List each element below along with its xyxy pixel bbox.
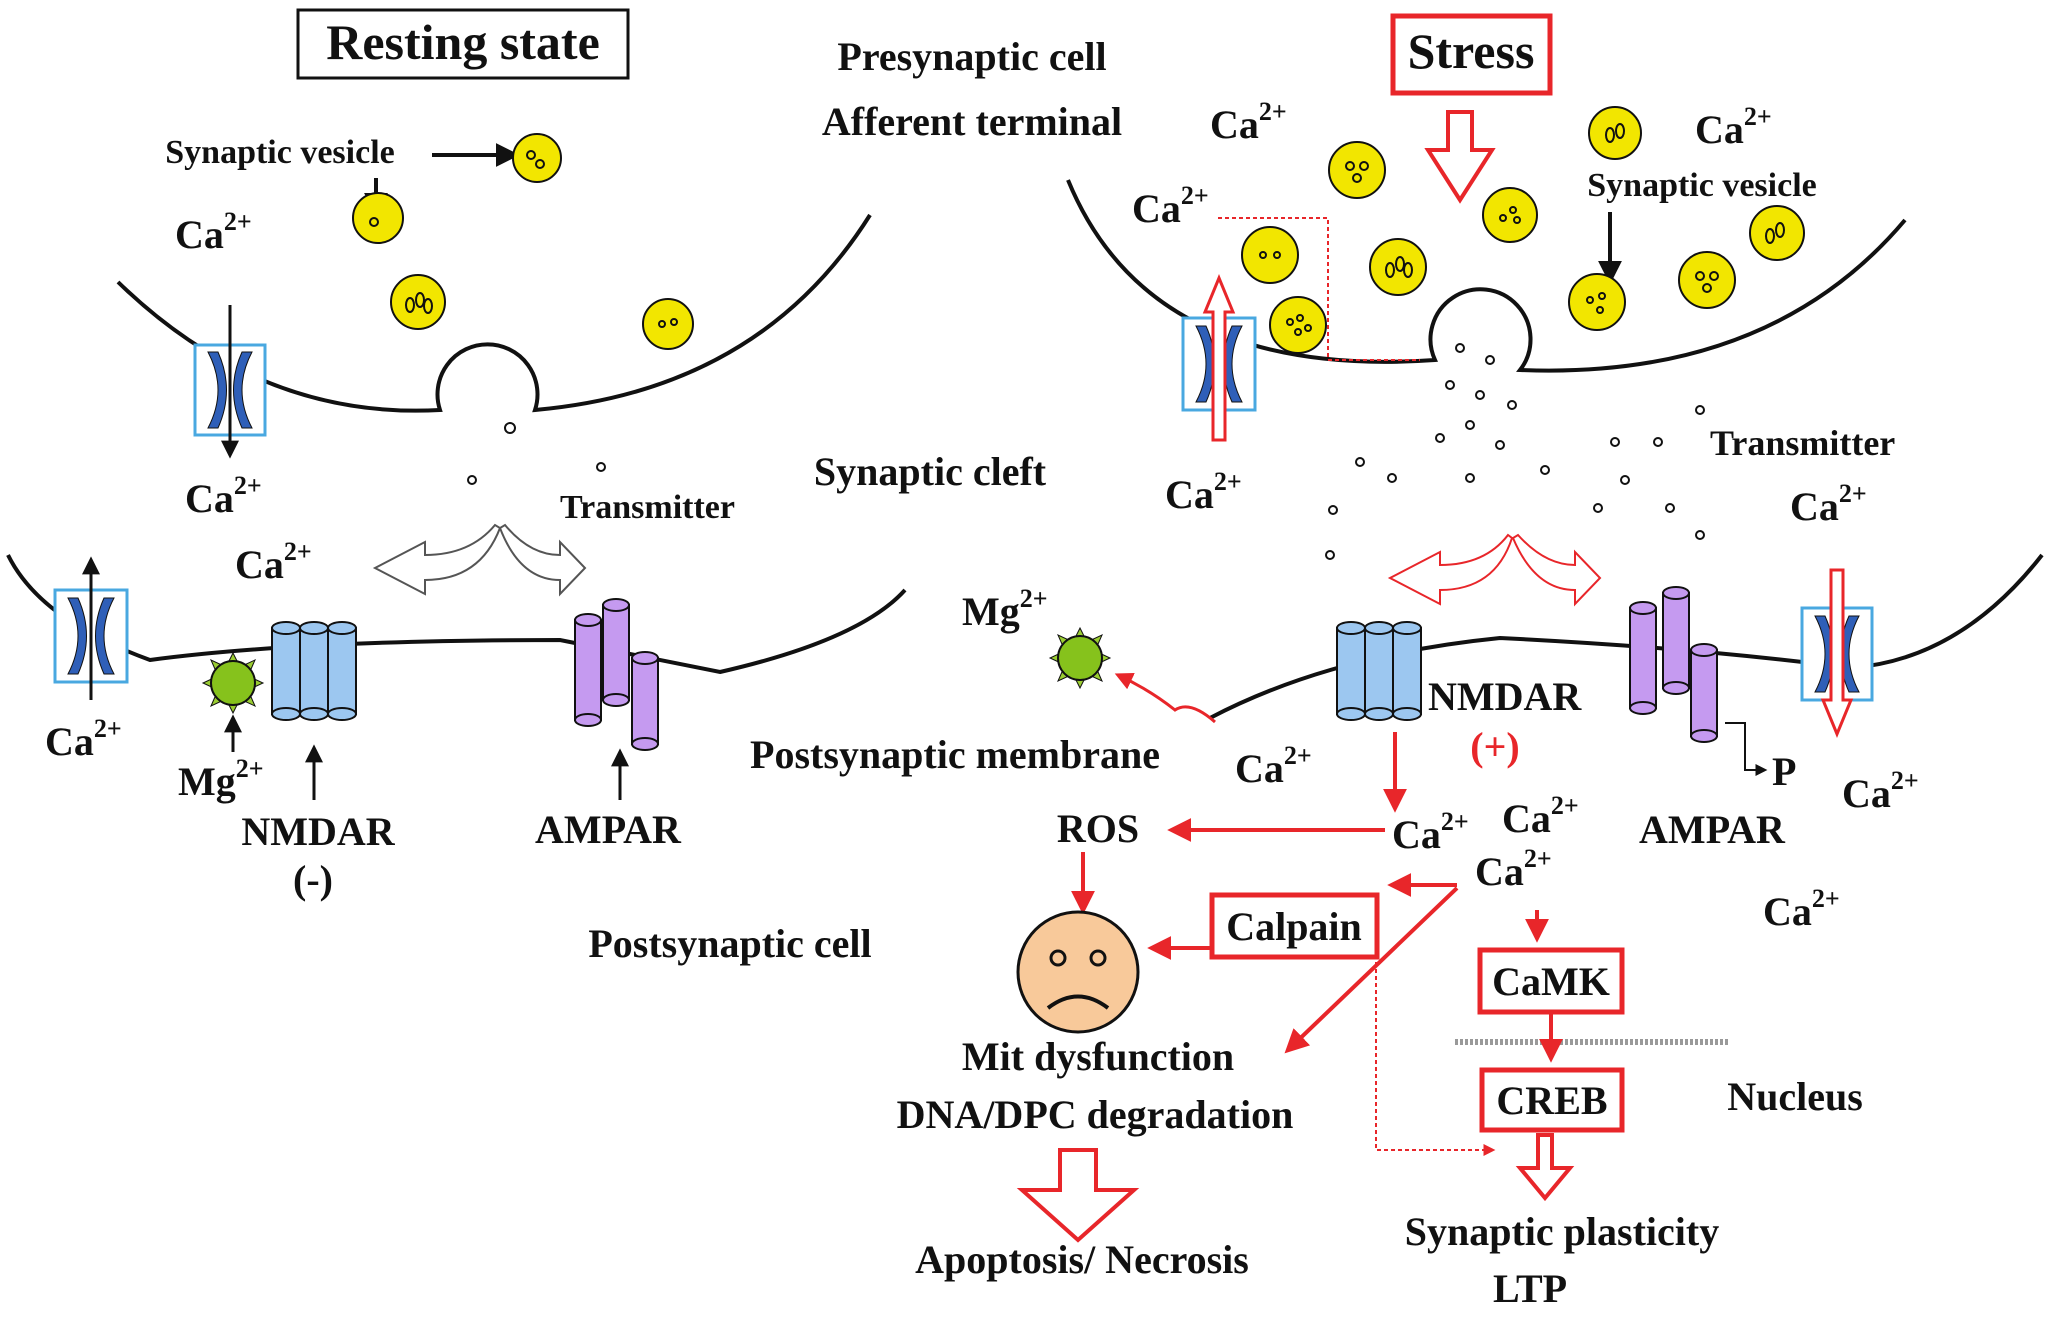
mg-label: Mg2+ [178, 754, 264, 804]
afferent-terminal-label: Afferent terminal [822, 99, 1122, 144]
camk-label: CaMK [1492, 959, 1610, 1004]
synaptic-vesicle [1328, 141, 1386, 199]
apoptosis-label: Apoptosis/ Necrosis [915, 1237, 1249, 1282]
ca-label: Ca2+ [1210, 97, 1287, 147]
ca-label: Ca2+ [1475, 844, 1552, 894]
ca-label: Ca2+ [1790, 479, 1867, 529]
ros-label: ROS [1057, 806, 1139, 851]
ca-label: Ca2+ [1763, 884, 1840, 934]
calcium-channel-presynaptic-right [1181, 274, 1257, 442]
mit-dysfunction-label: Mit dysfunction [962, 1034, 1234, 1079]
presynaptic-cell-label: Presynaptic cell [837, 34, 1106, 79]
calpain-to-creb-dotted-arrow [1375, 955, 1496, 1156]
mg-ion-blocking [201, 651, 265, 715]
ca-influx-dotted-path [1218, 217, 1420, 361]
mg-release-arrow [1114, 672, 1216, 724]
calcium-channel-postsynaptic-right [1800, 568, 1874, 738]
ca-label: Ca2+ [185, 471, 262, 521]
synaptic-vesicle [1678, 251, 1736, 309]
transmitter-molecule [596, 462, 606, 472]
nmdar-state-right: (+) [1470, 724, 1519, 769]
resting-state-title: Resting state [326, 14, 600, 70]
ca-label: Ca2+ [235, 537, 312, 587]
resting-state-title-box: Resting state [296, 8, 630, 80]
transmitter-label-right: Transmitter [1710, 423, 1895, 463]
ca-label: Ca2+ [1502, 791, 1579, 841]
nmdar-receptor-left [271, 621, 357, 721]
ltp-label: LTP [1493, 1266, 1567, 1311]
transmitter-molecules-right [1325, 343, 1705, 560]
nmdar-label-right: NMDAR [1428, 674, 1582, 719]
transmitter-release-arrow-right [1387, 533, 1602, 607]
synaptic-vesicle [1588, 106, 1642, 160]
ca-label: Ca2+ [1235, 741, 1312, 791]
creb-box: CREB [1479, 1067, 1625, 1133]
mg-label: Mg2+ [962, 584, 1048, 634]
creb-label: CREB [1496, 1078, 1607, 1123]
nmdar-state-left: (-) [293, 857, 333, 902]
transmitter-release-arrow-left [372, 523, 587, 597]
synaptic-vesicle-label-left: Synaptic vesicle [165, 134, 394, 171]
sad-face-icon [1016, 910, 1140, 1034]
synaptic-cleft-label: Synaptic cleft [814, 449, 1047, 494]
dna-degradation-label: DNA/DPC degradation [897, 1092, 1294, 1137]
nmdar-label-left: NMDAR [241, 809, 395, 854]
ca-label: Ca2+ [175, 207, 252, 257]
ca-label: Ca2+ [1842, 766, 1919, 816]
ampar-label-right: AMPAR [1639, 807, 1786, 852]
damage-outcome-arrow [1016, 1148, 1140, 1243]
synaptic-vesicle [1269, 296, 1327, 354]
postsynaptic-membrane-label: Postsynaptic membrane [750, 732, 1160, 777]
plasticity-outcome-arrow [1515, 1133, 1575, 1202]
nucleus-label: Nucleus [1727, 1074, 1863, 1119]
ca-label: Ca2+ [1132, 181, 1209, 231]
synaptic-vesicle [1369, 238, 1427, 296]
postsynaptic-cell-label: Postsynaptic cell [588, 921, 871, 966]
ampar-label-left: AMPAR [535, 807, 682, 852]
transmitter-label-left: Transmitter [560, 489, 735, 526]
synaptic-vesicle [1482, 187, 1538, 243]
stress-title-box: Stress [1390, 13, 1553, 96]
ca-label: Ca2+ [1392, 807, 1469, 857]
postsynaptic-membrane-right [1209, 553, 2044, 720]
synaptic-vesicle [1568, 273, 1626, 331]
stress-title: Stress [1408, 23, 1535, 79]
presynaptic-membrane-left [116, 213, 872, 413]
synaptic-vesicle [642, 298, 694, 350]
camk-box: CaMK [1477, 947, 1625, 1015]
synaptic-vesicle [1241, 226, 1299, 284]
synaptic-vesicle [512, 133, 562, 183]
phospho-label: P [1772, 749, 1796, 794]
synaptic-plasticity-label: Synaptic plasticity [1405, 1209, 1719, 1254]
transmitter-molecule [467, 475, 477, 485]
calcium-channel-postsynaptic-left [53, 556, 129, 700]
synaptic-vesicle [390, 274, 446, 330]
ca-label: Ca2+ [45, 714, 122, 764]
nmdar-receptor-right [1336, 621, 1422, 721]
synaptic-vesicle [1749, 205, 1805, 261]
calpain-label: Calpain [1226, 904, 1362, 949]
ampar-receptor-right [1629, 586, 1718, 743]
mg-ion-released [1048, 626, 1112, 690]
stress-arrow [1424, 110, 1496, 204]
calpain-box: Calpain [1209, 892, 1380, 960]
synaptic-vesicle [352, 192, 404, 244]
ca-label: Ca2+ [1165, 467, 1242, 517]
ca-label: Ca2+ [1695, 102, 1772, 152]
ca-to-mit-arrow [1284, 886, 1459, 1054]
synaptic-vesicle-label-right: Synaptic vesicle [1587, 167, 1816, 204]
ampar-receptor-left [574, 598, 659, 751]
phosphorylation-arrow [1725, 722, 1768, 776]
calcium-channel-presynaptic-left [193, 305, 267, 459]
transmitter-molecule [504, 422, 516, 434]
